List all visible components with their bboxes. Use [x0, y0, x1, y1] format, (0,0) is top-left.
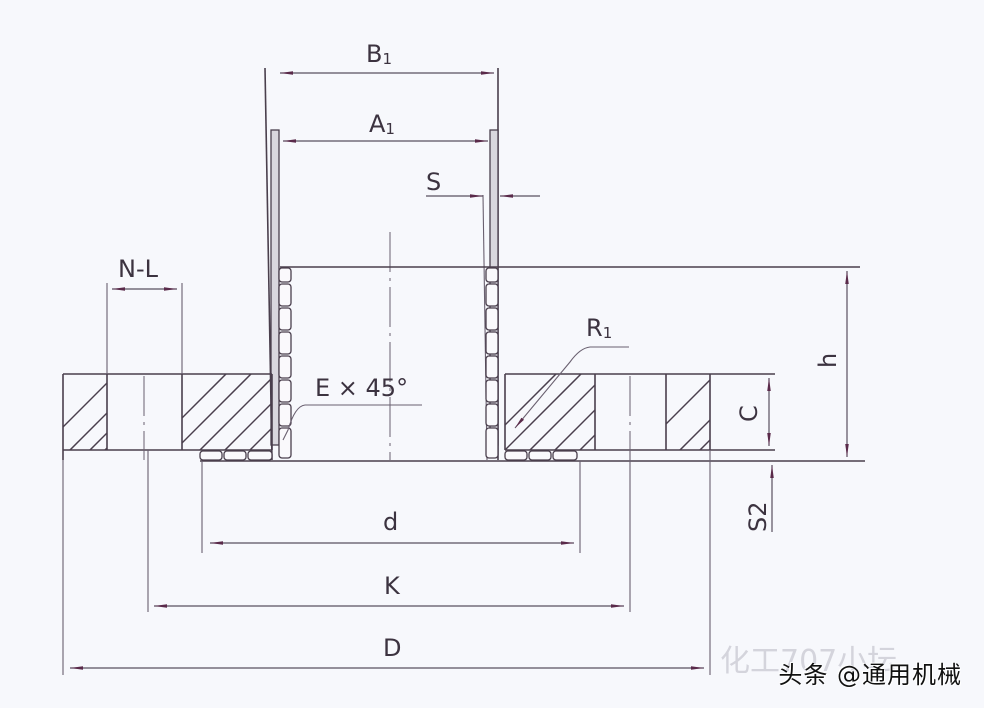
- label-d: d: [383, 508, 398, 536]
- flange-body: [62, 373, 865, 462]
- label-R1: R1: [586, 314, 612, 342]
- watermark-ghost: 化工707小坛: [720, 644, 898, 679]
- label-NL: N-L: [118, 255, 159, 283]
- label-K: K: [384, 572, 401, 600]
- label-h: h: [814, 353, 842, 368]
- weld-bead-bottom: [199, 450, 578, 461]
- label-chamfer: E × 45°: [315, 374, 408, 402]
- section-hatching: [63, 374, 710, 450]
- watermark: 头条 @通用机械: [778, 661, 962, 689]
- label-S: S: [426, 168, 441, 196]
- weld-bead-left: [278, 267, 292, 459]
- label-C: C: [735, 405, 763, 422]
- label-A1: A1: [369, 110, 395, 138]
- leader-R1: [514, 346, 629, 429]
- leader-chamfer: [282, 404, 422, 441]
- label-S2: S2: [744, 501, 772, 532]
- weld-bead-right: [485, 267, 499, 459]
- label-D: D: [383, 634, 401, 662]
- extension-lines: [62, 195, 711, 675]
- label-B1: B1: [366, 40, 392, 68]
